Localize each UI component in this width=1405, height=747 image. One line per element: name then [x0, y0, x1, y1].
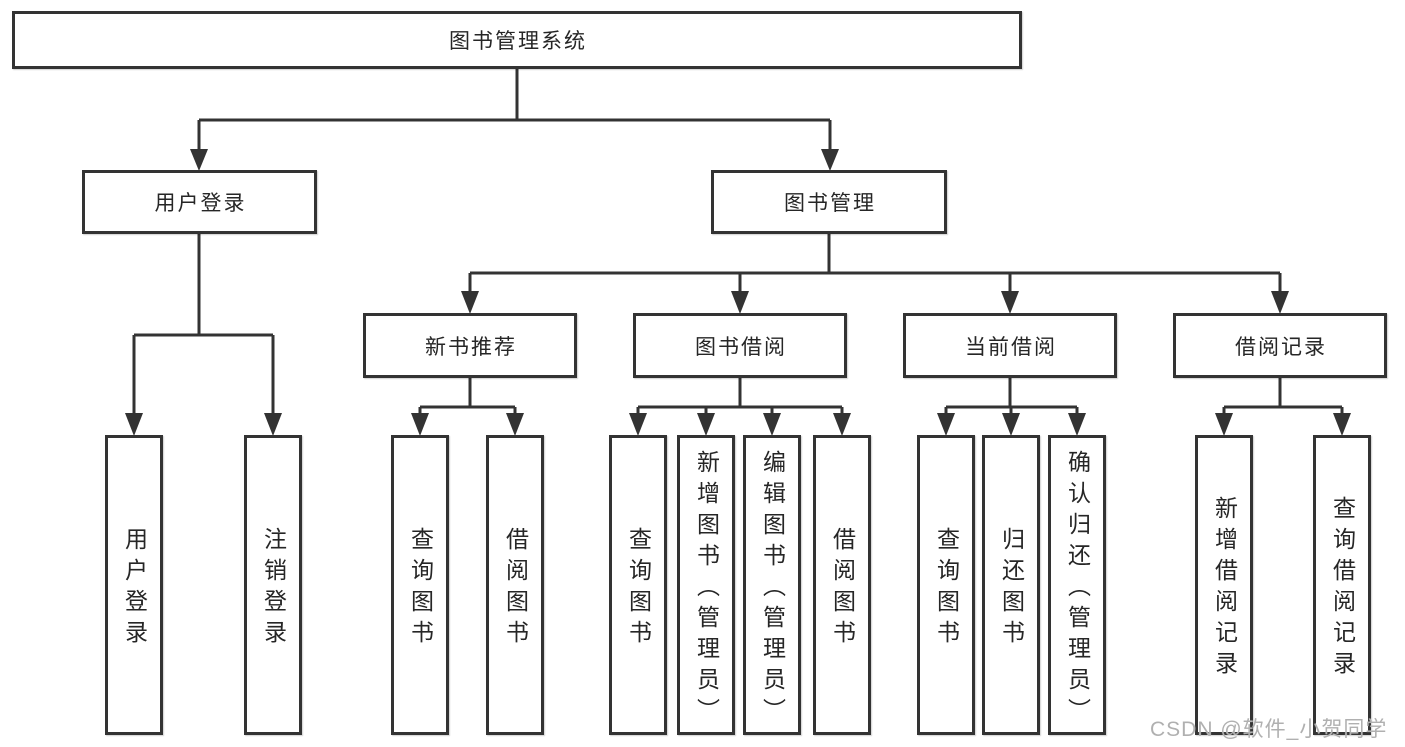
leaf-query-book-recommend-label: 查询图书 — [407, 527, 434, 651]
leaf-user-login-label: 用户登录 — [121, 527, 148, 651]
leaf-confirm-return-admin-label: 确认归还（管理员） — [1064, 449, 1091, 729]
leaf-borrow-book-recommend: 借阅图书 — [486, 435, 544, 735]
arrowheads — [125, 149, 1351, 436]
leaf-edit-book-admin-label: 编辑图书（管理员） — [759, 449, 786, 729]
node-book-management: 图书管理 — [711, 170, 947, 234]
node-current-borrow: 当前借阅 — [903, 313, 1117, 378]
leaf-return-book-label: 归还图书 — [998, 527, 1025, 651]
leaf-borrow-book-label: 借阅图书 — [829, 527, 856, 651]
node-borrow-records: 借阅记录 — [1173, 313, 1387, 378]
connector-root-to-level2 — [197, 68, 832, 162]
leaf-borrow-book: 借阅图书 — [813, 435, 871, 735]
leaf-logout-label: 注销登录 — [260, 527, 287, 651]
leaf-add-borrow-record: 新增借阅记录 — [1195, 435, 1253, 735]
leaf-query-borrow-record-label: 查询借阅记录 — [1329, 496, 1356, 682]
node-root-system: 图书管理系统 — [12, 11, 1022, 69]
connector-borrow-to-leaves — [636, 378, 844, 426]
leaf-user-login: 用户登录 — [105, 435, 163, 735]
connector-bookmgmt-to-level3 — [468, 234, 1282, 304]
node-new-book-recommend-label: 新书推荐 — [425, 335, 517, 359]
leaf-query-borrow-record: 查询借阅记录 — [1313, 435, 1371, 735]
leaf-query-book-recommend: 查询图书 — [391, 435, 449, 735]
node-user-login: 用户登录 — [82, 170, 317, 234]
leaf-query-book-borrow: 查询图书 — [609, 435, 667, 735]
leaf-query-book-current-label: 查询图书 — [933, 527, 960, 651]
node-book-borrow-label: 图书借阅 — [695, 335, 787, 359]
node-new-book-recommend: 新书推荐 — [363, 313, 577, 378]
leaf-add-book-admin: 新增图书（管理员） — [677, 435, 735, 735]
leaf-confirm-return-admin: 确认归还（管理员） — [1048, 435, 1106, 735]
connector-userlogin-to-leaves — [132, 234, 275, 426]
leaf-add-book-admin-label: 新增图书（管理员） — [693, 449, 720, 729]
node-book-borrow: 图书借阅 — [633, 313, 847, 378]
leaf-query-book-current: 查询图书 — [917, 435, 975, 735]
leaf-add-borrow-record-label: 新增借阅记录 — [1211, 496, 1238, 682]
connector-records-to-leaves — [1222, 378, 1344, 426]
leaf-return-book: 归还图书 — [982, 435, 1040, 735]
leaf-edit-book-admin: 编辑图书（管理员） — [743, 435, 801, 735]
node-book-management-label: 图书管理 — [784, 192, 876, 215]
node-root-label: 图书管理系统 — [449, 30, 587, 53]
watermark: CSDN @软件_小贺同学 — [1150, 718, 1388, 741]
node-user-login-label: 用户登录 — [154, 192, 247, 215]
leaf-borrow-book-recommend-label: 借阅图书 — [502, 527, 529, 651]
node-borrow-records-label: 借阅记录 — [1235, 335, 1327, 359]
leaf-query-book-borrow-label: 查询图书 — [625, 527, 652, 651]
node-current-borrow-label: 当前借阅 — [965, 335, 1057, 359]
connector-newbook-to-leaves — [418, 378, 517, 426]
leaf-logout: 注销登录 — [244, 435, 302, 735]
